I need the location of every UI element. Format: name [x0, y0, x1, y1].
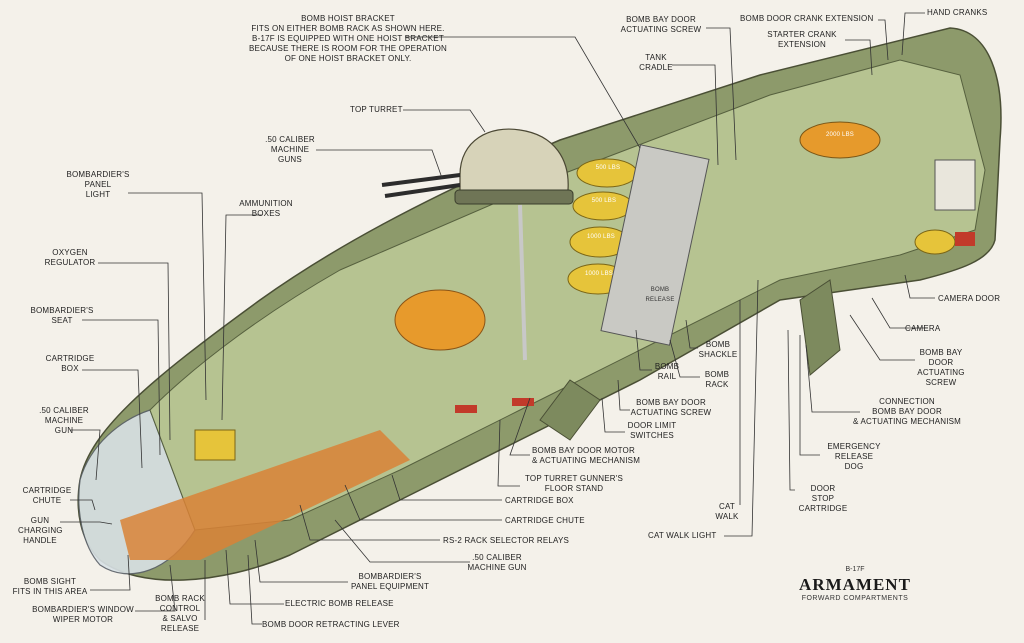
sub-title: FORWARD COMPARTMENTS — [801, 595, 909, 602]
camera-shape — [914, 229, 956, 255]
label-rs2-rack-selector: RS-2 RACK SELECTOR RELAYS — [443, 536, 570, 545]
bomb-stack — [567, 121, 881, 295]
label-bomb-shackle: BOMB SHACKLE — [698, 340, 738, 359]
label-emergency-release-dog: EMERGENCY RELEASE DOG — [827, 442, 881, 471]
label-door-actuating-screw-right: BOMB BAY DOOR ACTUATING SCREW — [917, 348, 965, 387]
camera-door-shape — [955, 232, 975, 246]
label-bomb-rack: BOMB RACK — [704, 370, 730, 389]
aircraft-model: B-17F — [845, 566, 865, 573]
label-door-stop-cartridge: DOOR STOP CARTRIDGE — [798, 484, 848, 513]
bombardier-seat-shape — [394, 289, 486, 351]
label-cartridge-box-left: CARTRIDGE BOX — [45, 354, 95, 373]
label-top-turret: TOP TURRET — [350, 105, 403, 114]
label-hand-cranks: HAND CRANKS — [927, 8, 988, 17]
turret-gun-upper — [381, 173, 461, 187]
red-light-1 — [455, 405, 477, 413]
label-bomb-rail: BOMB RAIL — [654, 362, 680, 381]
bomb-label-2: 500 LBS — [591, 198, 617, 204]
label-door-motor: BOMB BAY DOOR MOTOR & ACTUATING MECHANIS… — [532, 446, 641, 465]
label-bomb-door-crank-extension: BOMB DOOR CRANK EXTENSION — [740, 14, 874, 23]
bomb-bay-door-left — [539, 379, 601, 441]
label-door-actuating-screw-top: BOMB BAY DOOR ACTUATING SCREW — [620, 15, 702, 34]
label-bomb-rack-control: BOMB RACK CONTROL & SALVO RELEASE — [155, 594, 205, 633]
label-turret-floor-stand: TOP TURRET GUNNER'S FLOOR STAND — [524, 474, 624, 493]
rack-stencil: BOMB RELEASE — [645, 287, 675, 303]
label-door-limit-switches: DOOR LIMIT SWITCHES — [627, 421, 677, 440]
turret-ring — [454, 189, 574, 205]
nose-floor — [120, 430, 410, 560]
label-tank-cradle: TANK CRADLE — [639, 53, 673, 72]
label-bombardier-panel-light: BOMBARDIER'S PANEL LIGHT — [66, 170, 130, 199]
bomb-label-1: 500 LBS — [595, 165, 621, 171]
ammo-boxes-shape — [194, 429, 236, 461]
label-oxygen-regulator: OXYGEN REGULATOR — [44, 248, 96, 267]
bomb-rack-shape — [600, 144, 710, 346]
label-cal50-gun-bottom: .50 CALIBER MACHINE GUN — [467, 553, 527, 572]
bomb-label-3: 1000 LBS — [587, 234, 615, 240]
label-camera-door: CAMERA DOOR — [938, 294, 1001, 303]
label-cat-walk: CAT WALK — [715, 502, 739, 521]
main-title: ARMAMENT — [799, 575, 911, 594]
label-bombardier-seat: BOMBARDIER'S SEAT — [30, 306, 94, 325]
label-cartridge-chute-bottom: CARTRIDGE CHUTE — [505, 516, 585, 525]
label-bomb-sight: BOMB SIGHT FITS IN THIS AREA — [12, 577, 88, 596]
label-gun-charging-handle: GUN CHARGING HANDLE — [18, 516, 63, 545]
label-camera: CAMERA — [905, 324, 941, 333]
label-starter-crank-extension: STARTER CRANK EXTENSION — [767, 30, 837, 49]
bomb-label-4: 1000 LBS — [585, 271, 613, 277]
label-cartridge-chute-left: CARTRIDGE CHUTE — [22, 486, 72, 505]
turret-stand — [518, 204, 527, 361]
label-cat-walk-light: CAT WALK LIGHT — [648, 531, 717, 540]
leader-lines — [60, 12, 935, 625]
label-cal50-gun-left: .50 CALIBER MACHINE GUN — [39, 406, 89, 435]
label-cal50-guns: .50 CALIBER MACHINE GUNS — [265, 135, 315, 164]
turret-gun-lower — [384, 183, 461, 198]
red-light-2 — [512, 398, 534, 406]
label-cartridge-box-bottom: CARTRIDGE BOX — [505, 496, 574, 505]
rear-equipment — [934, 159, 976, 211]
label-window-wiper: BOMBARDIER'S WINDOW WIPER MOTOR — [32, 605, 134, 624]
label-door-actuating-screw-mid: BOMB BAY DOOR ACTUATING SCREW — [630, 398, 712, 417]
label-electric-bomb-release: ELECTRIC BOMB RELEASE — [285, 599, 394, 608]
label-hoist-bracket: BOMB HOIST BRACKET FITS ON EITHER BOMB R… — [248, 14, 448, 63]
label-connection-mechanism: CONNECTION BOMB BAY DOOR & ACTUATING MEC… — [852, 397, 962, 426]
label-bomb-door-retracting-lever: BOMB DOOR RETRACTING LEVER — [262, 620, 400, 629]
top-turret-dome — [459, 128, 569, 196]
title-block: B-17F ARMAMENT FORWARD COMPARTMENTS — [780, 566, 930, 602]
label-ammunition-boxes: AMMUNITION BOXES — [239, 199, 293, 218]
label-bombardier-panel-equipment: BOMBARDIER'S PANEL EQUIPMENT — [350, 572, 430, 591]
bomb-label-5: 2000 LBS — [826, 132, 854, 138]
